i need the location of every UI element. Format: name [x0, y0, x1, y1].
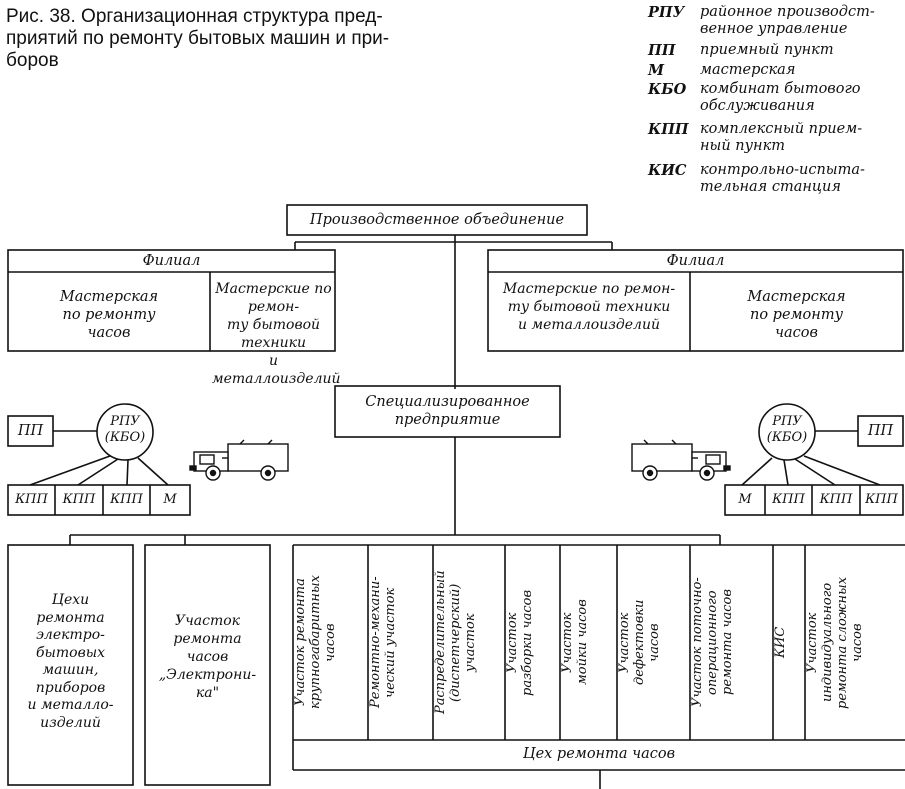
legend-desc: контрольно-испыта- — [700, 162, 865, 178]
watch-section-disassembly: Участок разборки часов — [505, 589, 535, 696]
top-box — [286, 204, 588, 236]
figure-caption: Рис. 38. Организационная структура пред-… — [6, 6, 606, 72]
appliance-shops-label: Цехи ремонта электро- бытовых машин, при… — [27, 592, 114, 731]
electronika-section-label: Участок ремонта часов „Электрони- ка" — [158, 613, 257, 701]
right-watch-workshop: Мастерская по ремонту часов — [747, 289, 846, 341]
legend-desc: венное управление — [700, 21, 848, 37]
top-box-label: Производственное объединение — [309, 212, 565, 228]
right-unit-kpp: КПП — [865, 492, 898, 507]
rpu-right-circle — [758, 403, 816, 461]
left-appliance-workshop: Мастерские по ремон- ту бытовой техники … — [212, 281, 341, 387]
legend-abbr: КБО — [648, 81, 687, 98]
watch-section-kis: КИС — [773, 626, 788, 659]
legend-abbr: КИС — [648, 162, 687, 179]
legend-desc: ный пункт — [700, 138, 786, 154]
bottom-box-2 — [144, 544, 271, 786]
legend-desc: обслуживания — [700, 98, 815, 114]
caption-line: Рис. 38. Организационная структура пред- — [6, 6, 383, 27]
left-units-box — [7, 484, 191, 516]
legend-abbr: ПП — [648, 42, 676, 59]
filial-right-label: Филиал — [666, 253, 725, 269]
legend-desc: мастерская — [700, 62, 796, 78]
left-unit-m: М — [163, 492, 177, 507]
rpu-left-circle — [96, 403, 154, 461]
legend-desc: комбинат бытового — [700, 81, 861, 97]
legend-abbr: РПУ — [648, 4, 685, 21]
right-appliance-workshop: Мастерские по ремон- ту бытовой техники … — [502, 281, 676, 333]
left-unit-kpp: КПП — [15, 492, 48, 507]
left-watch-workshop: Мастерская по ремонту часов — [59, 289, 159, 341]
truck-right-icon — [631, 439, 731, 481]
watch-section-washing: Участок мойки часов — [560, 599, 590, 686]
legend-desc: тельная станция — [700, 179, 841, 195]
left-pp-label: ПП — [17, 423, 44, 439]
caption-line: приятий по ремонту бытовых машин и при- — [6, 28, 390, 49]
specialized-label: Специализированное предприятие — [365, 394, 530, 428]
right-pp-label: ПП — [867, 423, 894, 439]
watch-section-flow: Участок поточно- операционного ремонта ч… — [690, 577, 735, 708]
legend-desc: комплексный прием- — [700, 121, 863, 137]
watch-section-large: Участок ремонта крупногабаритных часов — [293, 575, 338, 710]
watch-shop-label: Цех ремонта часов — [522, 746, 676, 762]
legend-desc: приемный пункт — [700, 42, 834, 58]
specialized-box — [334, 385, 561, 438]
rpu-left-label: РПУ (КБО) — [104, 414, 146, 445]
watch-section-dispatch: Распределительный (диспетчерский) участо… — [433, 570, 478, 715]
rpu-right-label: РПУ (КБО) — [766, 414, 808, 445]
right-unit-kpp: КПП — [772, 492, 805, 507]
watch-section-mechanical: Ремонтно-механи- ческий участок — [368, 576, 398, 709]
right-unit-kpp: КПП — [819, 492, 853, 507]
legend-abbr: КПП — [648, 121, 689, 138]
right-units-box — [724, 484, 904, 516]
right-unit-m: М — [738, 492, 752, 507]
left-unit-kpp: КПП — [62, 492, 96, 507]
filial-right-box — [487, 249, 904, 352]
watch-section-defect: Участок дефектовки часов — [617, 599, 662, 686]
watch-section-individual: Участок индивидуального ремонта сложных … — [805, 576, 865, 709]
legend-abbr: М — [648, 62, 665, 79]
filial-left-box — [7, 249, 336, 352]
caption-line: боров — [6, 50, 59, 71]
bottom-box-1 — [7, 544, 134, 786]
filial-left-label: Филиал — [142, 253, 201, 269]
truck-left-icon — [189, 439, 289, 481]
left-unit-kpp: КПП — [110, 492, 143, 507]
legend-desc: районное производст- — [700, 4, 875, 20]
